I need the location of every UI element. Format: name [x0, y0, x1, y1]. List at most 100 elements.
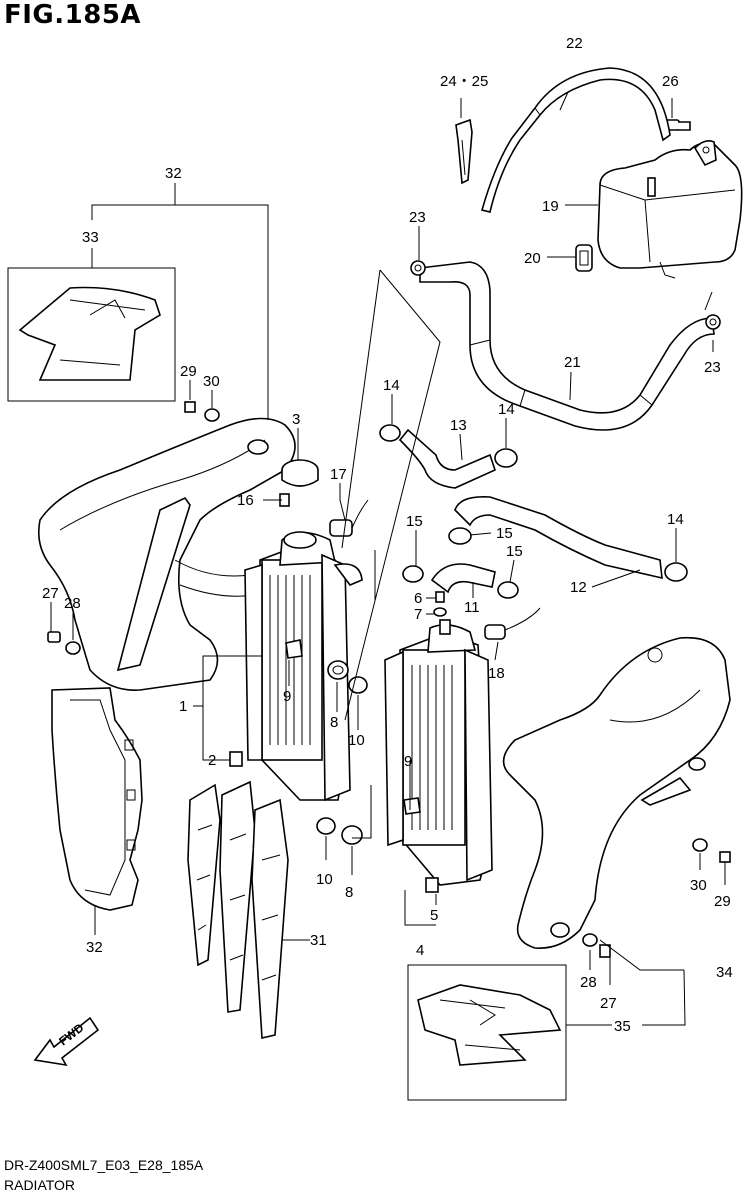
callout-23-top: 23 [409, 209, 426, 226]
callout-22: 22 [566, 35, 583, 52]
leader-lines [50, 91, 726, 1026]
filler-neck [283, 531, 317, 549]
callout-31: 31 [310, 932, 327, 949]
fan-switch-18[interactable] [484, 607, 541, 640]
collar-10-left[interactable] [348, 676, 368, 694]
callout-21: 21 [564, 354, 581, 371]
callout-8-lower: 8 [345, 884, 353, 901]
bolt-9-left[interactable] [285, 639, 303, 659]
callout-33: 33 [82, 229, 99, 246]
decal-35-box[interactable] [407, 964, 567, 1101]
reservoir-tank[interactable] [597, 140, 743, 279]
radiator-cap[interactable] [281, 459, 319, 487]
reservoir-hose-21[interactable] [419, 261, 715, 431]
left-radiator-shroud[interactable] [37, 417, 296, 691]
bolt-27-right[interactable] [599, 944, 611, 958]
callout-14-right: 14 [667, 511, 684, 528]
callout-4: 4 [416, 942, 424, 959]
callout-27-left: 27 [42, 585, 59, 602]
radiator-louver-31[interactable] [187, 780, 289, 1039]
callout-labels: 22 24・25 26 19 20 21 23 23 32 33 29 30 1… [42, 35, 733, 1048]
clamp-14-top[interactable] [379, 424, 401, 442]
callout-9-left: 9 [283, 688, 291, 705]
grommet-8-left[interactable] [327, 660, 349, 680]
callout-10-left: 10 [348, 732, 365, 749]
clamp-23-top[interactable] [410, 260, 426, 276]
overflow-hose-22[interactable] [481, 67, 671, 213]
radiator-hose-11[interactable] [430, 563, 496, 594]
grommet-20[interactable] [575, 244, 593, 272]
callout-32-bottom: 32 [86, 939, 103, 956]
callout-9-right: 9 [404, 753, 412, 770]
callout-15-a: 15 [406, 513, 423, 530]
callout-6: 6 [414, 590, 422, 607]
bolt-9-right[interactable] [403, 797, 421, 815]
callout-24-25: 24・25 [440, 73, 488, 90]
callout-27-right: 27 [600, 995, 617, 1012]
figure-title: FIG.185A [4, 0, 142, 30]
clamp-24-25[interactable] [455, 118, 473, 185]
radiator-hose-12[interactable] [454, 495, 663, 580]
clamp-14-right[interactable] [664, 562, 688, 582]
diagram-name: RADIATOR [4, 1177, 76, 1193]
left-radiator-guard[interactable] [51, 687, 143, 911]
bolt-27-left[interactable] [47, 631, 61, 643]
callout-17: 17 [330, 466, 347, 483]
washer-30-left[interactable] [204, 408, 220, 422]
clamp-15-a[interactable] [402, 565, 424, 583]
callout-10-lower: 10 [316, 871, 333, 888]
clamp-23-bottom[interactable] [705, 314, 721, 330]
washer-30-right[interactable] [692, 838, 708, 852]
diagram-code: DR-Z400SML7_E03_E28_185A [4, 1157, 204, 1173]
clamp-15-b[interactable] [448, 527, 472, 545]
clamp-14-middle[interactable] [494, 448, 518, 468]
callout-20: 20 [524, 250, 541, 267]
callout-14-top: 14 [383, 377, 400, 394]
bolt-29-left[interactable] [184, 401, 196, 413]
callout-11: 11 [464, 599, 480, 616]
collar-10-lower[interactable] [316, 817, 336, 835]
callout-5: 5 [430, 907, 438, 924]
grommet-8-lower[interactable] [341, 825, 363, 845]
callout-13: 13 [450, 417, 467, 434]
callout-15-c: 15 [506, 543, 523, 560]
callout-8-left: 8 [330, 714, 338, 731]
callout-16: 16 [237, 492, 254, 509]
callout-29-left: 29 [180, 363, 197, 380]
washer-28-right[interactable] [582, 933, 598, 947]
callout-28-right: 28 [580, 974, 597, 991]
callout-30-left: 30 [203, 373, 220, 390]
callout-30-right: 30 [690, 877, 707, 894]
callout-1: 1 [179, 698, 187, 715]
callout-18: 18 [488, 665, 505, 682]
bracket-5[interactable] [425, 877, 439, 893]
bolt-6[interactable] [435, 591, 445, 603]
callout-35: 35 [614, 1018, 631, 1035]
right-radiator[interactable] [384, 619, 493, 886]
washer-7[interactable] [433, 607, 447, 617]
callout-15-b: 15 [496, 525, 513, 542]
callout-2: 2 [208, 752, 216, 769]
callout-32-top: 32 [165, 165, 182, 182]
callout-29-right: 29 [714, 893, 731, 910]
callout-19: 19 [542, 198, 559, 215]
clamp-15-c[interactable] [497, 581, 519, 599]
callout-34: 34 [716, 964, 733, 981]
callout-7: 7 [414, 606, 422, 623]
callout-3: 3 [292, 411, 300, 428]
callout-14-middle: 14 [498, 401, 515, 418]
bolt-29-right[interactable] [719, 851, 731, 863]
left-radiator[interactable] [244, 531, 363, 802]
decal-33-box[interactable] [7, 267, 176, 402]
washer-28-left[interactable] [65, 641, 81, 655]
bracket-2[interactable] [229, 751, 243, 767]
thermo-switch-17[interactable] [329, 499, 369, 537]
callout-28-left: 28 [64, 595, 81, 612]
callout-12: 12 [570, 579, 587, 596]
right-radiator-shroud[interactable] [502, 636, 731, 949]
callout-26: 26 [662, 73, 679, 90]
forward-direction-arrow [33, 1016, 100, 1067]
callout-23-bottom: 23 [704, 359, 721, 376]
radiator-hose-13[interactable] [398, 428, 496, 489]
